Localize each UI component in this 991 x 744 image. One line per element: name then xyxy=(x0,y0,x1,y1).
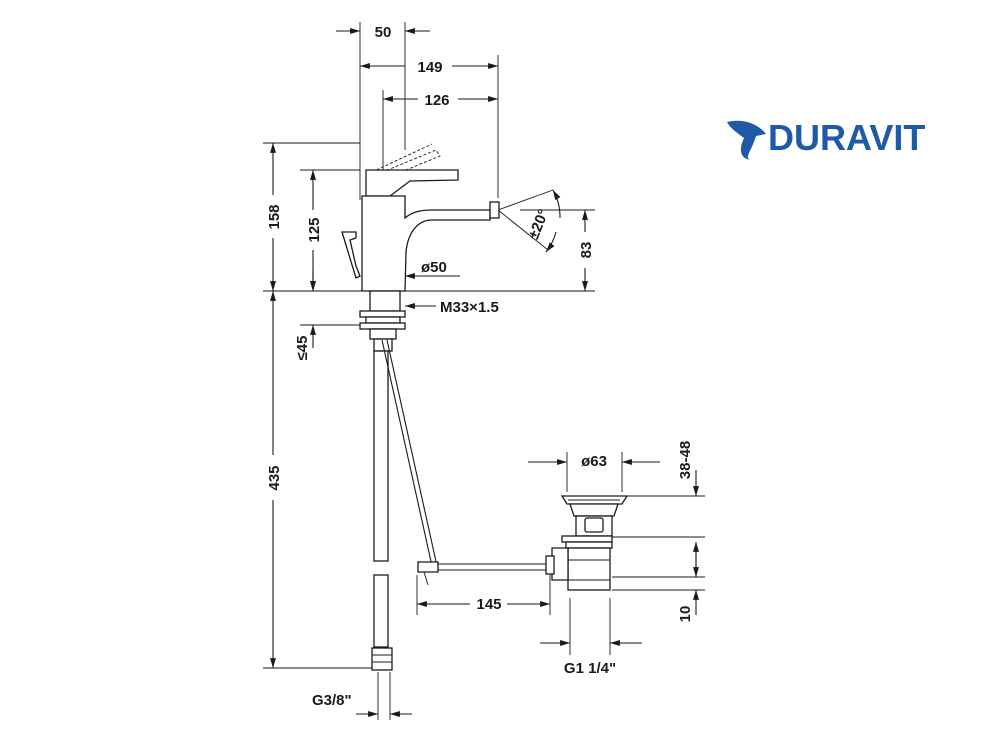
dim-125: 125 xyxy=(306,217,323,242)
flexible-hose xyxy=(371,350,393,671)
dim-149: 149 xyxy=(417,59,442,76)
mixer-body xyxy=(361,195,491,292)
dim-50: 50 xyxy=(375,24,392,41)
mounting-nut xyxy=(359,310,406,318)
dimension-lines xyxy=(270,28,699,717)
bidet-mixer xyxy=(341,143,500,352)
spout-nozzle xyxy=(489,201,500,219)
dim-126: 126 xyxy=(424,92,449,109)
pop-up-rod xyxy=(341,231,361,279)
dim-angle: ±20° xyxy=(525,207,552,242)
dimension-labels: 50 149 126 158 125 83 ±20° ø50 M33×1.5 ≤… xyxy=(266,24,694,709)
dolphin-icon xyxy=(727,120,766,160)
hose-nut xyxy=(371,647,393,671)
dim-diameter-50: ø50 xyxy=(421,259,447,276)
dim-diameter-63: ø63 xyxy=(581,453,607,470)
duravit-logo: DURAVIT xyxy=(727,117,925,160)
dim-145: 145 xyxy=(476,596,501,613)
dim-g1-1-4: G1 1/4" xyxy=(564,660,616,677)
dim-83: 83 xyxy=(578,242,595,259)
mixer-shank xyxy=(369,290,401,312)
dim-10: 10 xyxy=(677,606,694,623)
dim-158: 158 xyxy=(266,204,283,229)
dim-g38: G3/8" xyxy=(312,692,352,709)
logo-wordmark: DURAVIT xyxy=(768,117,925,158)
mixer-lever xyxy=(365,169,459,197)
dim-38-48: 38-48 xyxy=(677,441,694,479)
extension-lines xyxy=(263,22,705,720)
dim-thread-m33: M33×1.5 xyxy=(440,299,499,316)
pop-up-waste xyxy=(545,495,629,591)
dim-435: 435 xyxy=(266,465,283,490)
dim-le-45: ≤45 xyxy=(294,336,311,361)
pull-rod xyxy=(381,339,552,586)
